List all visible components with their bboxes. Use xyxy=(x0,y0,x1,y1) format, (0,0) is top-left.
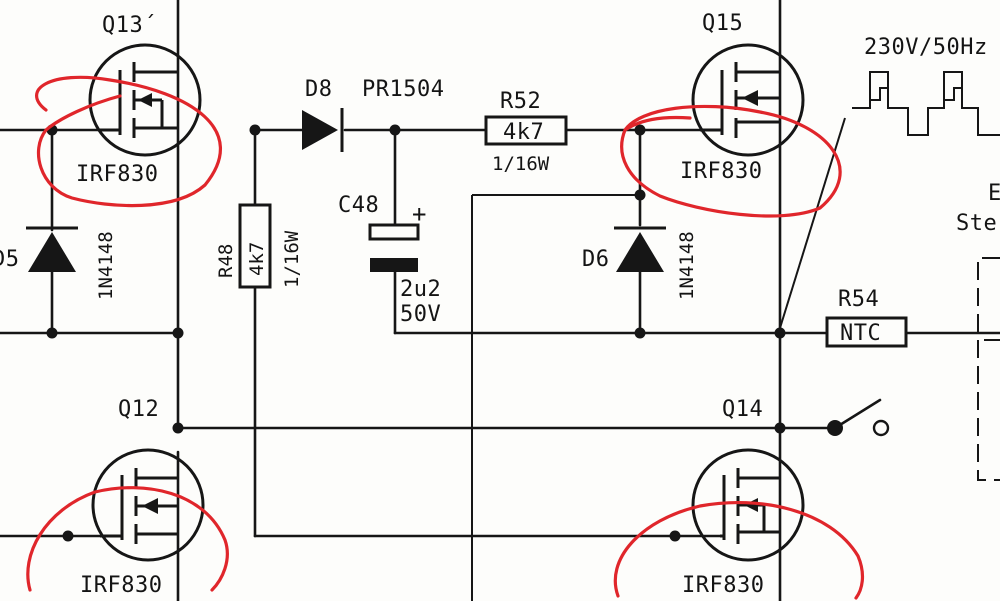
red-circle-q12 xyxy=(26,486,229,592)
d8-ref-label: D8 xyxy=(305,77,333,102)
cut-label-2: Ste xyxy=(956,211,997,236)
junction-dot xyxy=(172,327,184,339)
resistor-r48 xyxy=(238,203,272,289)
junction-dot xyxy=(774,327,786,339)
r48-value-label: 4k7 xyxy=(246,242,268,276)
red-circle-q14 xyxy=(613,500,865,600)
junction-dot xyxy=(249,124,261,136)
resistor-r54 xyxy=(825,316,908,348)
q13-ref-label: Q13´ xyxy=(102,13,157,38)
junction-dot xyxy=(62,530,74,542)
square-wave-icon xyxy=(852,71,1000,136)
junction-dot xyxy=(172,422,184,434)
waveform xyxy=(852,71,1000,136)
diode-d6-icon xyxy=(616,232,664,272)
q14-part-label: IRF830 xyxy=(682,573,764,598)
junction-dot xyxy=(634,189,646,201)
junction-dot xyxy=(634,124,646,136)
r52-ref-label: R52 xyxy=(500,89,541,114)
capacitor-c48 xyxy=(368,223,420,272)
labels: Q13´ IRF830 Q15 IRF830 Q12 IRF830 Q14 IR… xyxy=(0,11,1000,598)
switch xyxy=(827,398,890,437)
right-dashed-box xyxy=(977,257,1000,481)
d6-ref-label: D6 xyxy=(582,247,610,272)
q12-part-label: IRF830 xyxy=(80,573,162,598)
q15-ref-label: Q15 xyxy=(702,11,743,36)
mosfet-q12 xyxy=(91,448,205,562)
d6-part-label: 1N4148 xyxy=(676,231,698,300)
c48-polarity-label: + xyxy=(412,200,426,228)
mosfet-q14-arrow-icon xyxy=(744,498,758,512)
r48-rating-label: 1/16W xyxy=(281,230,303,288)
junction-dot xyxy=(774,422,786,434)
junction-dot xyxy=(389,124,401,136)
capacitor-c48-plate-negative xyxy=(370,258,418,272)
wire-waveform-lead xyxy=(779,117,846,329)
diode-d5-icon xyxy=(28,232,76,272)
diode-d8-icon xyxy=(302,110,338,150)
r54-value-label: NTC xyxy=(840,321,881,346)
mosfet-q13 xyxy=(88,43,202,157)
r54-ref-label: R54 xyxy=(838,287,879,312)
mosfet-q14-body xyxy=(691,448,805,562)
junction-dot xyxy=(669,530,681,542)
waveform-label: 230V/50Hz xyxy=(864,35,988,60)
r52-value-label: 4k7 xyxy=(503,120,544,145)
red-circle-q15 xyxy=(620,104,842,218)
d5-ref-label: D5 xyxy=(0,247,20,272)
switch-contact xyxy=(872,419,890,437)
c48-ref-label: C48 xyxy=(338,193,379,218)
mosfet-q12-body xyxy=(91,448,205,562)
diode-d5 xyxy=(26,226,78,272)
mosfet-q15-body xyxy=(691,43,805,157)
diode-d6 xyxy=(614,226,666,272)
q14-ref-label: Q14 xyxy=(722,397,763,422)
c48-voltage-label: 50V xyxy=(400,302,441,327)
mosfet-q14 xyxy=(691,448,805,562)
d8-part-label: PR1504 xyxy=(362,77,444,102)
junction-dot xyxy=(634,327,646,339)
r48-ref-label: R48 xyxy=(215,244,237,278)
diode-d8 xyxy=(302,108,344,152)
q12-ref-label: Q12 xyxy=(118,397,159,422)
mosfet-q15-arrow-icon xyxy=(742,90,758,106)
red-annotations xyxy=(26,75,865,600)
switch-lever xyxy=(833,398,882,430)
q13-part-label: IRF830 xyxy=(76,162,158,187)
d5-part-label: 1N4148 xyxy=(95,231,117,300)
mosfet-q13-body xyxy=(88,43,202,157)
cut-label-1: E xyxy=(988,181,1000,206)
mosfet-q15 xyxy=(691,43,805,157)
q15-part-label: IRF830 xyxy=(680,159,762,184)
capacitor-c48-plate-positive xyxy=(368,223,420,241)
c48-value-label: 2u2 xyxy=(400,277,441,302)
r52-rating-label: 1/16W xyxy=(492,153,550,175)
red-circle-q13 xyxy=(35,75,222,208)
mosfet-q13-arrow-icon xyxy=(138,93,152,107)
junction-dot xyxy=(46,327,58,339)
resistor-r52 xyxy=(484,115,568,146)
mosfet-q12-arrow-icon xyxy=(142,498,158,514)
